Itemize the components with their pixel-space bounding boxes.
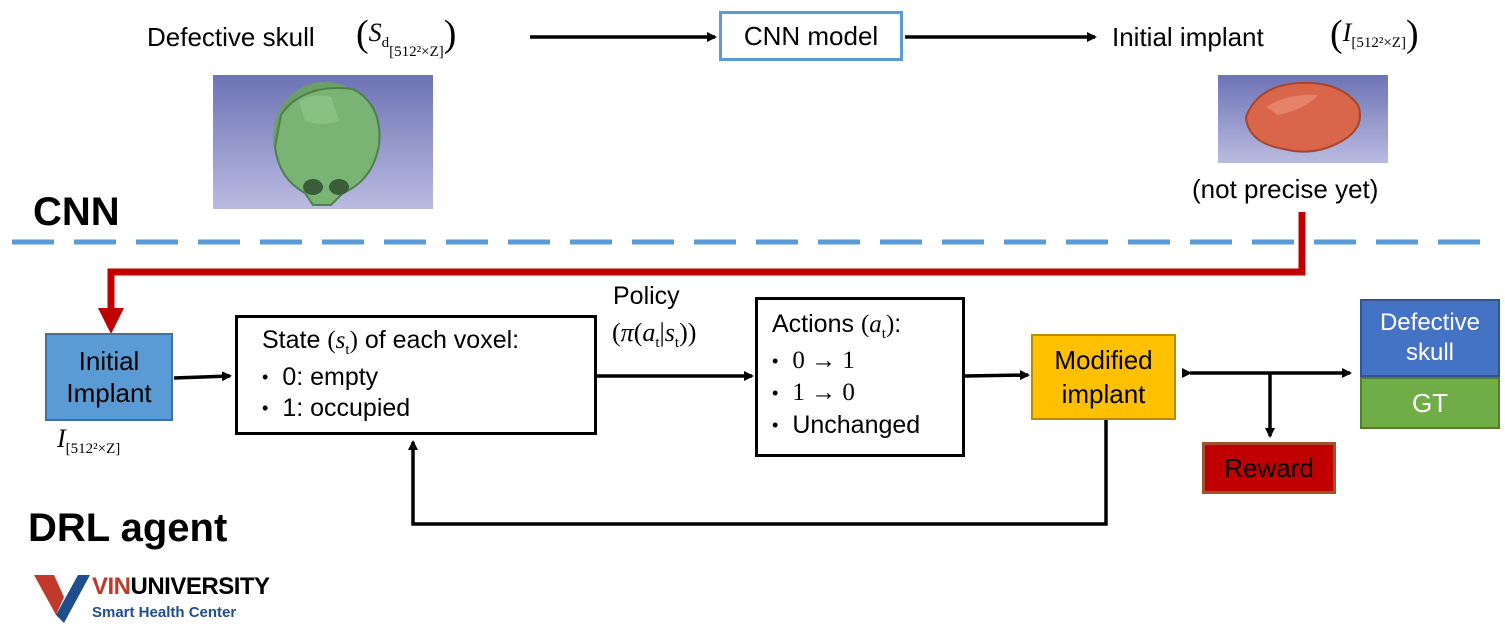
action-symbol: (at) (860, 311, 895, 342)
reward-box: Reward (1202, 442, 1336, 494)
arrow-modified-to-state-loop (408, 420, 1108, 526)
actions-box: Actions (at): •0 → 1 •1 → 0 •Unchanged (755, 297, 965, 457)
arrow-implant-to-state (173, 371, 232, 382)
defective-skull-symbol: (Sd[512²×Z]) (356, 13, 457, 60)
initial-implant-box: Initial Implant (45, 333, 173, 421)
defective-skull-image (213, 75, 433, 209)
vinuniversity-logo: VINUNIVERSITY Smart Health Center (34, 571, 294, 627)
initial-implant-box-line2: Implant (66, 378, 152, 408)
modified-implant-line2: implant (1061, 379, 1146, 409)
action-item-1-to-0-text: 1 → 0 (792, 379, 855, 406)
state-item-empty: •0: empty (262, 363, 379, 391)
reward-label: Reward (1224, 452, 1314, 483)
arrow-actions-to-modified (964, 370, 1030, 381)
actions-title-text: Actions (772, 310, 854, 338)
state-title-suffix: of each voxel: (364, 326, 520, 354)
state-box: State (st) of each voxel: •0: empty •1: … (235, 315, 597, 435)
arrow-initial-implant-transfer (98, 212, 1306, 334)
initial-implant-box-symbol: I[512²×Z] (57, 424, 121, 457)
cnn-heading: CNN (33, 190, 120, 234)
cnn-model-label: CNN model (743, 20, 879, 51)
action-item-1-to-0: •1 → 0 (772, 379, 855, 406)
cnn-model-box: CNN model (719, 11, 903, 61)
action-item-unchanged: •Unchanged (772, 411, 921, 439)
action-item-0-to-1-text: 0 → 1 (792, 347, 855, 374)
initial-implant-symbol: (I[512²×Z]) (1330, 13, 1419, 55)
gt-label: GT (1411, 387, 1449, 418)
policy-label: Policy (613, 282, 680, 310)
state-title-prefix: State (262, 326, 321, 354)
logo-name: VINUNIVERSITY (92, 573, 270, 601)
initial-implant-image (1218, 75, 1388, 163)
state-item-occupied-text: 1: occupied (282, 394, 411, 422)
state-symbol: (st) (327, 327, 358, 358)
initial-implant-label: Initial implant (1112, 22, 1264, 52)
logo-subtitle: Smart Health Center (92, 604, 237, 621)
policy-symbol: (π(at|st)) (612, 318, 697, 351)
not-precise-label: (not precise yet) (1192, 174, 1379, 204)
action-item-0-to-1: •0 → 1 (772, 347, 855, 374)
gt-box: GT (1360, 377, 1500, 429)
skull-render-icon (273, 82, 381, 206)
logo-name-bold: VIN (92, 573, 131, 600)
modified-implant-line1: Modified (1054, 345, 1153, 375)
defective-skull-box: Defective skull (1360, 299, 1500, 377)
defective-skull-box-line2: skull (1405, 339, 1454, 366)
modified-implant-box: Modified implant (1031, 334, 1176, 420)
state-item-empty-text: 0: empty (282, 363, 379, 391)
defective-skull-box-line1: Defective (1379, 309, 1481, 336)
drl-agent-heading: DRL agent (28, 506, 228, 550)
implant-render-icon (1244, 81, 1361, 153)
initial-implant-box-line1: Initial (78, 346, 140, 376)
logo-name-rest: UNIVERSITY (130, 573, 271, 600)
state-box-title: State (st) of each voxel: (262, 326, 594, 359)
logo-mark-icon (34, 575, 90, 623)
state-item-occupied: •1: occupied (262, 394, 411, 422)
defective-skull-label: Defective skull (147, 22, 315, 52)
actions-box-title: Actions (at): (772, 310, 902, 342)
action-item-unchanged-text: Unchanged (792, 411, 921, 439)
